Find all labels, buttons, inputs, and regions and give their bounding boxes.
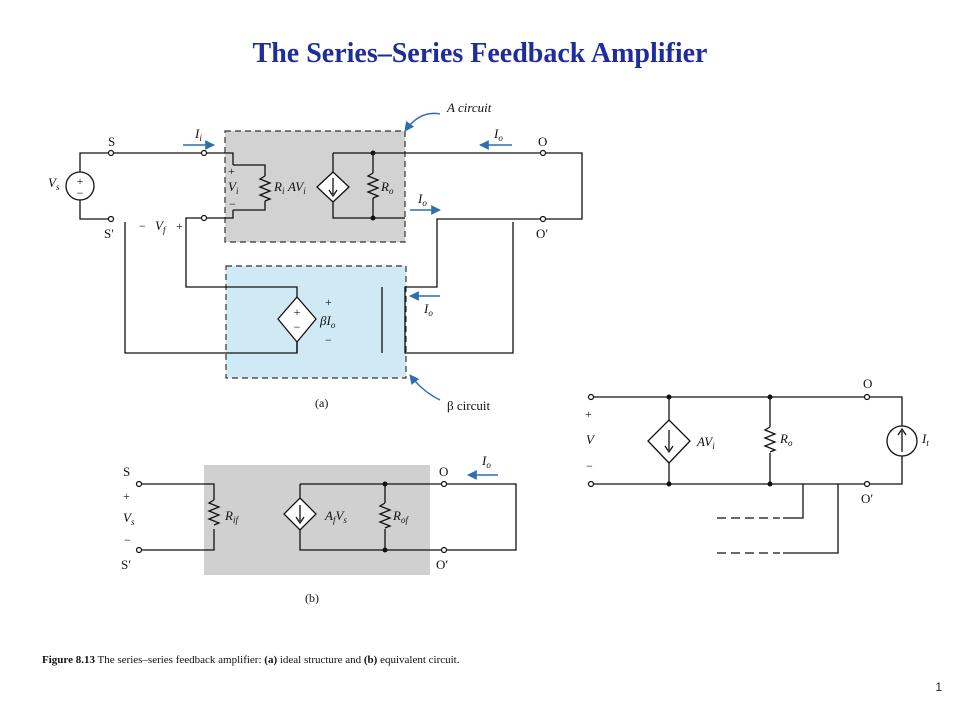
label-b-node-o: O (439, 464, 448, 479)
label-node-s: S (108, 134, 115, 149)
b-terminals (135, 480, 448, 554)
a-terminals (107, 149, 547, 223)
label-caption-b: (b) (305, 591, 319, 605)
label-vf-minus: − (139, 219, 146, 233)
label-node-o: O (538, 134, 547, 149)
label-c-plus: + (585, 407, 592, 421)
label-node-o-prime: O′ (536, 226, 548, 241)
label-a-circuit: A circuit (446, 100, 492, 115)
diagram-b: S + Vs − S′ Rif AfVs Rof O O′ Io (b) (121, 453, 517, 605)
label-vi-plus: + (228, 164, 235, 178)
a-circuit-box (224, 130, 406, 243)
label-b-node-o-prime: O′ (436, 557, 448, 572)
label-b-minus: − (124, 533, 131, 547)
page-number: 1 (935, 680, 942, 694)
resistor-c-ro (763, 426, 777, 453)
resistor-ri (258, 175, 272, 202)
terminal-vf-plus (200, 214, 208, 222)
c-wires (593, 396, 903, 554)
diagram-a: + − + − (48, 100, 583, 413)
arrow-beta-circuit (409, 374, 441, 401)
dependent-source-avi (316, 171, 350, 203)
b-equivalent-box (204, 465, 430, 575)
caption-b: (b) (363, 654, 378, 666)
svg-text:+: + (294, 305, 301, 319)
dependent-source-c-avi (647, 419, 691, 464)
slide-title: The Series–Series Feedback Amplifier (252, 38, 708, 69)
svg-text:+: + (77, 174, 84, 188)
label-io-mid: Io (417, 191, 427, 208)
label-beta-minus: − (325, 333, 332, 347)
c-terminals (587, 393, 871, 488)
figure-caption: Figure 8.13 The series–series feedback a… (42, 654, 459, 666)
label-b-node-s-prime: S′ (121, 557, 131, 572)
caption-text-1: The series–series feedback amplifier: (94, 654, 265, 666)
label-ii: Ii (194, 126, 202, 143)
label-node-s-prime: S′ (104, 226, 114, 241)
label-vi-minus: − (229, 197, 236, 211)
terminal-o-prime (539, 215, 547, 223)
label-avi: AVi (287, 179, 306, 196)
caption-a: (a) (264, 654, 278, 666)
source-vs-symbol: + − (65, 171, 95, 201)
a-junctions (370, 150, 376, 221)
label-c-node-o: O (863, 376, 872, 391)
label-vi: Vi (228, 179, 239, 196)
label-caption-a: (a) (315, 396, 328, 410)
terminal-s-prime (107, 215, 115, 223)
arrow-a-circuit (404, 112, 441, 132)
label-b-plus: + (123, 489, 130, 503)
label-c-node-o-prime: O′ (861, 491, 873, 506)
terminal-s (107, 149, 115, 157)
label-vf-plus: + (176, 219, 183, 233)
label-c-ro: Ro (779, 431, 793, 448)
label-b-rif: Rif (224, 508, 239, 525)
beta-circuit-box (225, 265, 407, 379)
caption-text-2: ideal structure and (277, 654, 364, 666)
label-c-minus: − (586, 459, 593, 473)
label-b-io: Io (481, 453, 491, 470)
c-junctions (666, 394, 773, 487)
dependent-source-afvs (283, 497, 317, 531)
label-b-vs: Vs (123, 510, 135, 527)
test-current-source-it (886, 425, 918, 457)
caption-figure-number: Figure 8.13 (42, 654, 95, 666)
terminal-o (539, 149, 547, 157)
label-io-top: Io (493, 126, 503, 143)
label-c-v: V (586, 432, 596, 447)
label-beta-plus: + (325, 295, 332, 309)
label-b-afvs: AfVs (324, 508, 347, 525)
a-current-arrows (183, 112, 512, 401)
label-ro: Ro (380, 179, 394, 196)
label-c-avi: AVi (696, 434, 715, 451)
a-wires (79, 152, 583, 354)
resistor-rif (207, 499, 221, 526)
label-ri: Ri (273, 179, 285, 196)
svg-text:−: − (294, 320, 301, 334)
resistor-rof (378, 502, 392, 529)
label-vf: Vf (155, 218, 167, 235)
c-dashed-leads (717, 517, 780, 554)
svg-text:−: − (77, 186, 84, 200)
diagram-c: + V − AVi Ro O O′ It (585, 376, 929, 554)
label-vs: Vs (48, 175, 60, 192)
label-b-node-s: S (123, 464, 130, 479)
label-c-it: It (921, 431, 929, 448)
label-beta-io: βIo (319, 313, 336, 330)
b-junctions (382, 481, 388, 553)
resistor-ro (366, 172, 380, 199)
label-beta-circuit: β circuit (447, 398, 490, 413)
label-io-beta: Io (423, 301, 433, 318)
label-b-rof: Rof (392, 508, 409, 525)
terminal-vi-plus (200, 149, 208, 157)
caption-text-3: equivalent circuit. (377, 654, 460, 666)
dependent-source-beta: + − (277, 296, 317, 344)
